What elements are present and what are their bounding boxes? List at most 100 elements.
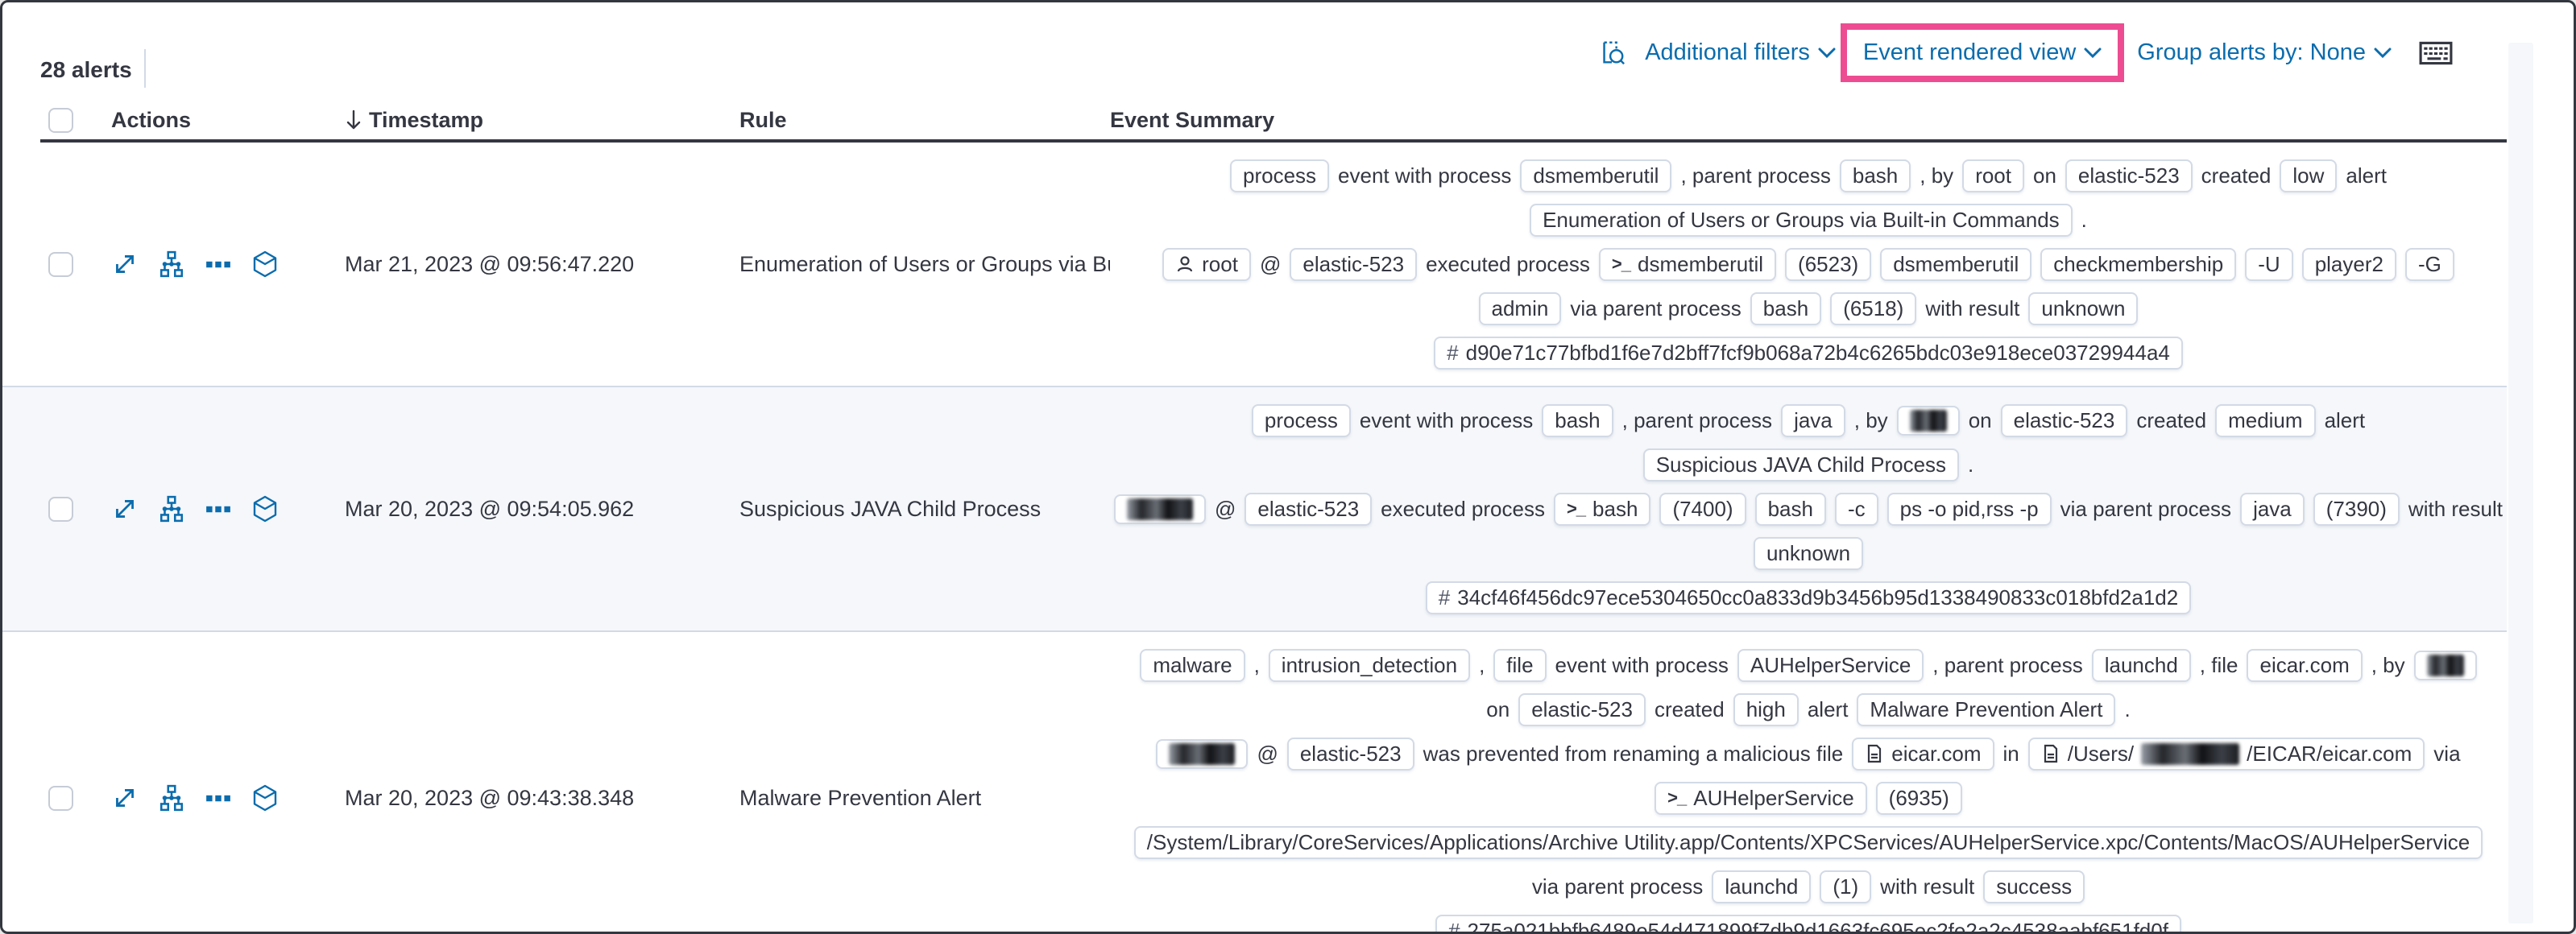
field-badge[interactable]: -c — [1834, 492, 1878, 526]
field-badge[interactable]: bash — [1754, 492, 1826, 526]
field-badge[interactable]: Malware Prevention Alert — [1857, 692, 2116, 726]
more-actions-button[interactable] — [205, 495, 232, 523]
field-badge[interactable]: unknown — [1753, 536, 1864, 570]
column-header-timestamp[interactable]: Timestamp — [345, 108, 739, 133]
row-checkbox[interactable] — [48, 251, 73, 277]
expand-alert-button[interactable] — [111, 250, 139, 278]
field-badge[interactable]: elastic-523 — [1290, 247, 1418, 281]
field-badge[interactable]: java — [1781, 403, 1845, 437]
rule-name: Enumeration of Users or Groups via Bui — [739, 251, 1110, 276]
field-badge[interactable]: elastic-523 — [1245, 492, 1373, 526]
more-actions-button[interactable] — [205, 250, 232, 278]
field-badge[interactable]: >_dsmemberutil — [1598, 247, 1777, 281]
expand-alert-button[interactable] — [111, 784, 139, 812]
field-badge[interactable]: AUHelperService — [1737, 648, 1924, 682]
summary-text: created — [2201, 163, 2272, 188]
field-badge[interactable]: root — [1162, 247, 1251, 281]
field-badge[interactable]: bash — [1542, 403, 1613, 437]
field-badge[interactable]: root — [1962, 159, 2024, 192]
select-all-checkbox[interactable] — [48, 107, 73, 133]
field-badge[interactable]: ps -o pid,rss -p — [1886, 492, 2052, 526]
analyze-event-button[interactable] — [158, 250, 185, 278]
badge-text: AUHelperService — [1693, 785, 1854, 810]
field-badge[interactable]: success — [1983, 870, 2085, 903]
field-badge[interactable]: launchd — [2091, 648, 2191, 682]
summary-text: alert — [2324, 407, 2366, 432]
field-badge[interactable]: high — [1733, 692, 1799, 726]
row-checkbox[interactable] — [48, 496, 73, 522]
group-alerts-dropdown[interactable]: Group alerts by: None — [2137, 39, 2392, 66]
field-badge[interactable]: (6518) — [1830, 291, 1917, 325]
badge-text: admin — [1491, 295, 1549, 320]
field-badge[interactable]: #34cf46f456dc97ece5304650cc0a833d9b3456b… — [1425, 581, 2192, 614]
field-badge[interactable]: low — [2280, 159, 2338, 192]
field-badge[interactable]: (1) — [1820, 870, 1872, 903]
field-badge[interactable]: #d90e71c77bfbd1f6e7d2bff7fcf9b068a72b4c6… — [1434, 336, 2183, 370]
badge-text: d90e71c77bfbd1f6e7d2bff7fcf9b068a72b4c62… — [1465, 340, 2170, 365]
field-badge[interactable]: dsmemberutil — [1880, 247, 2032, 281]
field-badge[interactable]: admin — [1478, 291, 1562, 325]
summary-text: @ — [1257, 741, 1278, 766]
field-badge[interactable]: eicar.com — [2247, 648, 2363, 682]
field-badge[interactable] — [1114, 494, 1207, 524]
analyze-event-button[interactable] — [158, 784, 185, 812]
toolbar-controls: Additional filters Event rendered view G… — [1598, 23, 2453, 82]
field-badge[interactable]: elastic-523 — [1286, 737, 1414, 771]
field-badge[interactable]: bash — [1839, 159, 1911, 192]
badge-text: (7390) — [2325, 496, 2387, 521]
badge-text: unknown — [2041, 295, 2126, 320]
badge-text: (6523) — [1798, 251, 1859, 276]
field-badge[interactable]: Enumeration of Users or Groups via Built… — [1530, 203, 2073, 237]
field-badge[interactable]: elastic-523 — [1518, 692, 1646, 726]
more-actions-button[interactable] — [205, 784, 232, 812]
vertical-scrollbar[interactable] — [2508, 43, 2533, 924]
field-badge[interactable]: /Users//EICAR/eicar.com — [2027, 737, 2425, 771]
hash-icon: # — [1447, 340, 1459, 365]
field-badge[interactable]: dsmemberutil — [1520, 159, 1672, 192]
field-badge[interactable]: intrusion_detection — [1268, 648, 1471, 682]
field-badge[interactable]: elastic-523 — [2065, 159, 2193, 192]
field-badge[interactable] — [1896, 405, 1960, 436]
field-badge[interactable]: elastic-523 — [2000, 403, 2128, 437]
inspect-button[interactable] — [1598, 39, 1626, 67]
session-view-icon — [251, 495, 279, 523]
session-view-button[interactable] — [251, 784, 279, 812]
keyboard-shortcuts-button[interactable] — [2419, 39, 2453, 67]
session-view-button[interactable] — [251, 250, 279, 278]
field-badge[interactable]: unknown — [2028, 291, 2139, 325]
field-badge[interactable]: >_AUHelperService — [1655, 781, 1867, 815]
field-badge[interactable] — [2413, 650, 2477, 680]
field-badge[interactable]: process — [1251, 403, 1351, 437]
field-badge[interactable]: bash — [1750, 291, 1822, 325]
field-badge[interactable]: java — [2240, 492, 2305, 526]
field-badge[interactable]: (6935) — [1875, 781, 1962, 815]
field-badge[interactable]: file — [1493, 648, 1547, 682]
analyze-event-button[interactable] — [158, 495, 185, 523]
session-view-button[interactable] — [251, 495, 279, 523]
row-checkbox[interactable] — [48, 785, 73, 811]
field-badge[interactable] — [1156, 738, 1249, 769]
expand-alert-button[interactable] — [111, 495, 139, 523]
field-badge[interactable]: checkmembership — [2040, 247, 2237, 281]
field-badge[interactable]: /System/Library/CoreServices/Application… — [1133, 825, 2483, 859]
additional-filters-dropdown[interactable]: Additional filters — [1645, 39, 1836, 66]
field-badge[interactable]: launchd — [1712, 870, 1812, 903]
view-selector-dropdown[interactable]: Event rendered view — [1863, 39, 2102, 66]
summary-text: @ — [1215, 496, 1236, 521]
field-badge[interactable]: Suspicious JAVA Child Process — [1642, 448, 1960, 481]
field-badge[interactable]: (7390) — [2313, 492, 2400, 526]
field-badge[interactable]: #275a021bbfb6489e54d471899f7db9d1663fc69… — [1435, 914, 2181, 932]
field-badge[interactable]: process — [1230, 159, 1330, 192]
field-badge[interactable]: (6523) — [1785, 247, 1872, 281]
field-badge[interactable]: -G — [2404, 247, 2454, 281]
summary-text: with result — [1880, 874, 1975, 899]
field-badge[interactable]: medium — [2215, 403, 2316, 437]
field-badge[interactable]: (7400) — [1659, 492, 1746, 526]
field-badge[interactable]: >_bash — [1553, 492, 1651, 526]
field-badge[interactable]: player2 — [2301, 247, 2396, 281]
field-badge[interactable]: malware — [1140, 648, 1245, 682]
field-badge[interactable]: -U — [2245, 247, 2293, 281]
field-badge[interactable]: eicar.com — [1852, 737, 1994, 771]
